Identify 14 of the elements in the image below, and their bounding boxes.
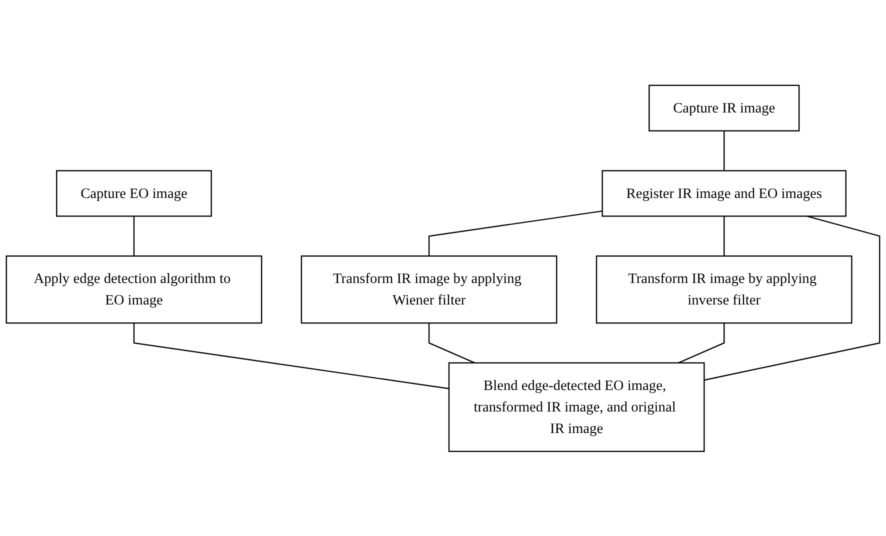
connector: [724, 130, 725, 170]
connector: [133, 216, 135, 256]
connector: [428, 210, 602, 256]
node-box: Register IR image and EO images: [602, 170, 846, 216]
connector: [133, 322, 450, 389]
connector: [724, 216, 725, 256]
node-box: Transform IR image by applying Wiener filter: [300, 255, 558, 324]
connector: [704, 215, 880, 380]
node-box: Transform IR image by applying inverse filter: [596, 255, 852, 324]
node-box: Blend edge-detected EO image, transformed IR image, and original IR image: [448, 362, 705, 452]
node-box: Capture EO image: [56, 170, 212, 216]
connector: [678, 322, 725, 364]
node-box: Capture IR image: [648, 84, 800, 132]
node-box: Apply edge detection algorithm to EO image: [6, 255, 262, 324]
